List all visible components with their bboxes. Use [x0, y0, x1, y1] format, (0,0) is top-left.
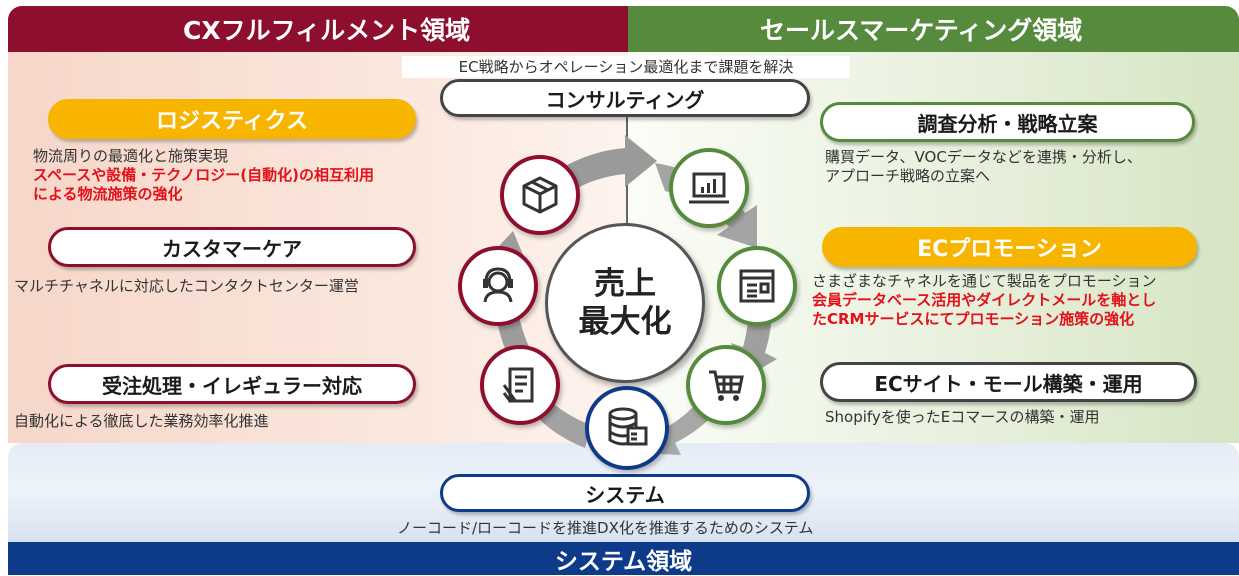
research-node: [669, 148, 749, 228]
order-processing-pill[interactable]: 受注処理・イレギュラー対応: [48, 364, 416, 404]
logistics-label: ロジスティクス: [155, 109, 309, 134]
center-text-line-1: 売上: [594, 266, 656, 302]
promotion-highlight-2: たCRMサービスにてプロモーション施策の強化: [812, 310, 1135, 328]
cx-region-title: CXフルフィルメント領域: [8, 6, 628, 52]
laptop-chart-icon: [689, 172, 729, 204]
research-description: 購買データ、VOCデータなどを連携・分析し、 アプローチ戦略の立案へ: [825, 148, 1142, 186]
research-desc-line-2: アプローチ戦略の立案へ: [825, 167, 991, 185]
logistics-description: 物流周りの最適化と施策実現 スペースや設備・テクノロジー(自動化)の相互利用 に…: [33, 147, 374, 204]
box-icon: [522, 176, 558, 214]
system-pill[interactable]: システム: [440, 474, 810, 512]
logistics-pill[interactable]: ロジスティクス: [48, 99, 416, 139]
customer-care-description: マルチチャネルに対応したコンタクトセンター運営: [14, 277, 359, 295]
system-region-title: システム領域: [8, 542, 1239, 575]
order-processing-description: 自動化による徹底した業務効率化推進: [14, 412, 269, 430]
customer-care-pill[interactable]: カスタマーケア: [48, 227, 416, 267]
database-icon: [608, 407, 648, 446]
logistics-node: [500, 155, 580, 235]
customer-care-label: カスタマーケア: [162, 236, 302, 261]
research-label: 調査分析・戦略立案: [917, 111, 1098, 136]
logistics-highlight-2: による物流施策の強化: [33, 185, 183, 203]
promotion-label: ECプロモーション: [917, 237, 1102, 262]
promotion-description: さまざまなチャネルを通じて製品をプロモーション 会員データベース活用やダイレクト…: [812, 272, 1157, 329]
document-edit-icon: [502, 367, 534, 403]
system-label: システム: [585, 482, 665, 507]
promotion-pill[interactable]: ECプロモーション: [822, 227, 1197, 267]
tagline: EC戦略からオペレーション最適化まで課題を解決: [402, 56, 850, 78]
shopping-cart-icon: [709, 370, 744, 401]
center-circle: 売上 最大化: [545, 223, 705, 383]
promotion-node: [717, 246, 797, 326]
customer-care-node: [458, 246, 538, 326]
system-description: ノーコード/ローコードを推進DX化を推進するためのシステム: [397, 519, 814, 537]
research-desc-line-1: 購買データ、VOCデータなどを連携・分析し、: [825, 148, 1142, 166]
consulting-pill[interactable]: コンサルティング: [440, 79, 810, 117]
order-node: [480, 345, 560, 425]
ec-site-label: ECサイト・モール構築・運用: [874, 371, 1143, 396]
ec-site-pill[interactable]: ECサイト・モール構築・運用: [820, 362, 1197, 402]
logistics-desc-text: 物流周りの最適化と施策実現: [33, 147, 229, 165]
consulting-label: コンサルティング: [545, 87, 705, 112]
sales-region-title: セールスマーケティング領域: [628, 6, 1239, 52]
research-pill[interactable]: 調査分析・戦略立案: [820, 102, 1195, 142]
promotion-desc-text: さまざまなチャネルを通じて製品をプロモーション: [812, 272, 1157, 290]
promotion-highlight-1: 会員データベース活用やダイレクトメールを軸とし: [812, 291, 1157, 309]
system-node: [585, 386, 669, 470]
logistics-highlight-1: スペースや設備・テクノロジー(自動化)の相互利用: [33, 166, 375, 184]
ec-site-node: [686, 345, 766, 425]
browser-window-icon: [739, 269, 775, 303]
center-text-line-2: 最大化: [578, 304, 672, 340]
order-processing-label: 受注処理・イレギュラー対応: [102, 373, 362, 398]
headset-operator-icon: [483, 267, 513, 303]
ec-site-description: Shopifyを使ったEコマースの構築・運用: [825, 408, 1100, 426]
